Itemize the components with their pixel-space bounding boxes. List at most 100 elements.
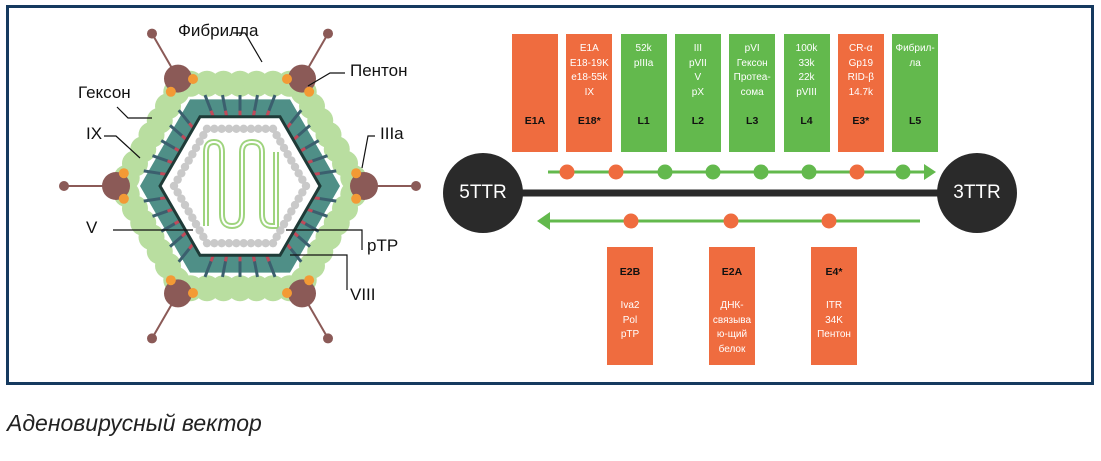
gene-protein-list: Фибрил-ла <box>892 42 938 71</box>
gene-protein: ITR <box>825 300 843 311</box>
gene-protein: связыва <box>712 314 752 326</box>
fiber-knob <box>147 28 157 39</box>
protein-v-bead <box>202 124 212 134</box>
protein-iiia <box>282 287 293 298</box>
gene-protein: e18-55k <box>571 72 608 83</box>
protein-v-bead <box>254 238 263 248</box>
protein-v-bead <box>180 200 190 210</box>
gene-protein: V <box>694 72 702 83</box>
protein-v-bead <box>272 232 281 242</box>
gene-protein: ДНК- <box>720 300 744 311</box>
label-v: V <box>86 218 98 237</box>
protein-v-bead <box>195 226 204 235</box>
gene-protein: E18-19K <box>569 57 609 69</box>
label-leader-line <box>361 135 375 169</box>
gene-protein: pVIII <box>796 86 817 98</box>
penton-base <box>102 172 130 200</box>
top-promoter-dot <box>657 164 673 180</box>
gene-protein: pVI <box>744 43 760 54</box>
protein-v-bead <box>173 175 182 184</box>
label-leader-line <box>286 229 363 250</box>
gene-name: E4* <box>825 266 843 278</box>
protein-v-bead <box>276 226 285 235</box>
protein-v-bead <box>173 188 182 197</box>
label-ix: IX <box>86 124 103 143</box>
fiber-knob <box>59 181 69 191</box>
protein-v-bead <box>276 137 285 146</box>
protein-v-bead <box>279 219 289 229</box>
bottom-promoter-dot <box>723 213 739 229</box>
gene-protein: III <box>693 43 703 54</box>
virion-diagram <box>59 28 421 344</box>
protein-v-bead <box>294 194 303 203</box>
label-5ttr: 5TTR <box>459 182 507 203</box>
protein-v-bead <box>195 137 204 146</box>
protein-v-bead <box>246 238 256 248</box>
gene-protein: ла <box>909 57 921 69</box>
gene-protein: Iva2 <box>620 300 640 311</box>
fiber-knob <box>411 181 421 191</box>
top-promoter-dot <box>608 164 624 180</box>
protein-v-bead <box>217 124 226 134</box>
gene-protein: pVII <box>688 57 707 69</box>
protein-iiia <box>118 193 129 204</box>
protein-v-bead <box>290 200 300 210</box>
protein-v-bead <box>294 169 303 178</box>
protein-v-bead <box>191 143 201 153</box>
label-leader-line <box>233 32 263 63</box>
gene-protein: Gp19 <box>848 57 874 69</box>
gene-name: E18* <box>577 114 601 127</box>
fiber-knob <box>323 333 333 344</box>
label-penton: Пентон <box>350 61 408 80</box>
protein-iiia <box>282 74 293 85</box>
gene-protein: сома <box>740 86 764 98</box>
protein-v-bead <box>261 124 270 134</box>
gene-protein: CR-α <box>849 43 873 54</box>
top-promoter-dot <box>895 164 911 180</box>
gene-name: E2B <box>619 266 641 278</box>
fiber-knob <box>323 28 333 39</box>
label-iiia: IIIa <box>380 124 404 143</box>
top-promoter-dot <box>849 164 865 180</box>
gene-protein: 22k <box>798 72 815 83</box>
gene-name: E2A <box>721 266 743 278</box>
protein-v-bead <box>239 238 248 248</box>
gene-name: L5 <box>908 114 922 127</box>
protein-v-bead <box>232 124 241 134</box>
protein-v-bead <box>202 238 212 248</box>
fiber-knob <box>147 333 157 344</box>
label-fiber: Фибрилла <box>178 21 259 40</box>
protein-v-bead <box>224 238 234 248</box>
protein-iiia <box>187 74 198 85</box>
protein-v-bead <box>283 213 292 222</box>
bottom-strand-arrowhead <box>537 212 550 230</box>
top-promoter-dot <box>559 164 575 180</box>
figure-caption: Аденовирусный вектор <box>7 410 262 436</box>
top-promoter-dot <box>801 164 817 180</box>
gene-protein: E1A <box>579 43 599 54</box>
ttr-5-circle <box>443 153 523 233</box>
protein-v-bead <box>290 162 300 172</box>
gene-protein: белок <box>718 343 746 355</box>
gene-name: L3 <box>746 114 759 127</box>
protein-v-bead <box>191 219 201 229</box>
protein-iiia <box>351 193 362 204</box>
top-promoter-dot <box>753 164 769 180</box>
gene-protein: 33k <box>798 57 815 69</box>
gene-protein: pTP <box>620 329 640 340</box>
gene-protein: Pol <box>622 314 638 326</box>
protein-v-bead <box>246 124 256 134</box>
protein-iiia <box>118 168 129 179</box>
gene-protein: 34K <box>825 314 843 326</box>
